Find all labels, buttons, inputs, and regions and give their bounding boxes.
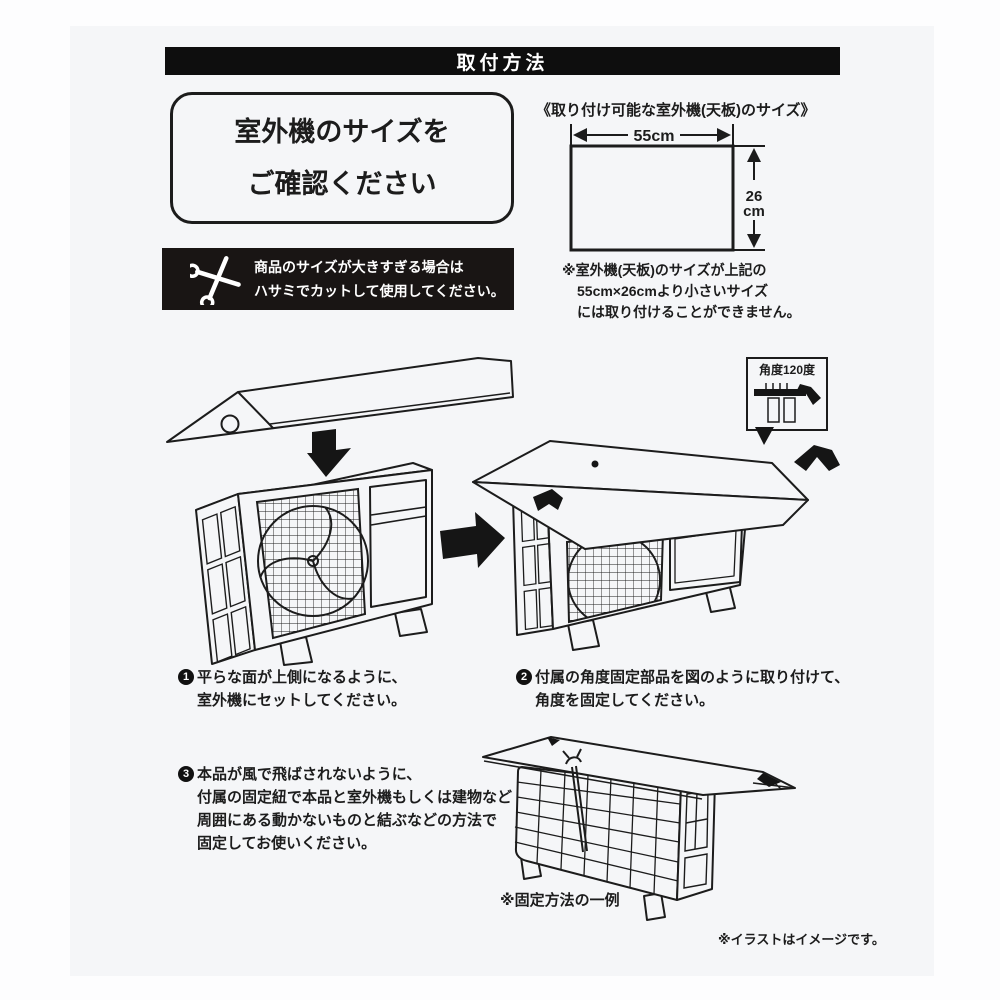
cover-edge-bar bbox=[754, 389, 806, 396]
fan-blades bbox=[257, 505, 369, 617]
cut-notice-line-2: ハサミでカットして使用してください。 bbox=[254, 283, 505, 299]
step-3-line-2: 付属の固定紐で本品と室外機もしくは建物など bbox=[197, 789, 513, 806]
clip-hook bbox=[797, 384, 821, 405]
back-grid bbox=[514, 769, 681, 895]
cover-corner-fold bbox=[547, 737, 560, 746]
cover-hole bbox=[591, 460, 599, 468]
step-2-line-1: 付属の角度固定部品を図のように取り付けて、 bbox=[535, 669, 850, 686]
step-2-line-2: 角度を固定してください。 bbox=[535, 692, 715, 709]
height-extension-lines bbox=[733, 145, 765, 251]
fixing-example-caption: ※固定方法の一例 bbox=[500, 892, 620, 909]
outdoor-unit-illustration bbox=[195, 462, 433, 666]
side-louvers bbox=[201, 505, 251, 663]
width-label: 55cm bbox=[634, 128, 675, 145]
scissors-icon bbox=[190, 256, 241, 305]
dimension-diagram: 55cm 26 cm bbox=[569, 124, 765, 252]
arrowhead-right bbox=[717, 128, 731, 142]
inset-callout-wedge bbox=[755, 427, 774, 445]
cut-notice-line-1: 商品のサイズが大きすぎる場合は bbox=[254, 259, 464, 275]
unit-foot-right bbox=[394, 608, 428, 637]
top-panel-rectangle bbox=[569, 144, 735, 252]
arrowhead-up bbox=[747, 148, 761, 162]
step-3-line-4: 固定してお使いください。 bbox=[197, 835, 377, 852]
arrowhead-left bbox=[573, 128, 587, 142]
unit-with-cover-illustration bbox=[472, 440, 840, 651]
illustration-note: ※イラストはイメージです。 bbox=[718, 932, 885, 947]
cover-top-panel bbox=[482, 736, 796, 796]
step-3: 3 本品が風で飛ばされないように、 付属の固定紐で本品と室外機もしくは建物など … bbox=[178, 763, 512, 855]
right-arrow-icon bbox=[440, 512, 505, 568]
step-1-line-2: 室外機にセットしてください。 bbox=[197, 692, 407, 709]
size-notes: ※室外機(天板)のサイズが上記の 55cm×26cmより小さいサイズ には取り付… bbox=[562, 260, 801, 323]
angle-fixing-part bbox=[794, 445, 840, 471]
cover-tip-fold bbox=[757, 773, 781, 787]
unit-right-panel bbox=[369, 479, 427, 608]
angle-detail-drawing bbox=[754, 383, 821, 423]
angle-fixing-clip bbox=[533, 489, 563, 511]
fixing-cord bbox=[562, 748, 588, 853]
step-2: 2 付属の角度固定部品を図のように取り付けて、 角度を固定してください。 bbox=[516, 666, 849, 712]
unit-side-face bbox=[676, 780, 716, 901]
section-banner: 取付方法 bbox=[165, 47, 840, 75]
step-2-number: 2 bbox=[516, 669, 532, 685]
step-3-number: 3 bbox=[178, 766, 194, 782]
confirm-line-1: 室外機のサイズを bbox=[234, 117, 450, 147]
arrowhead-down bbox=[747, 234, 761, 248]
angle-detail-inset: 角度120度 bbox=[746, 357, 828, 431]
angle-label: 角度120度 bbox=[758, 363, 816, 377]
step-3-line-3: 周囲にある動かないものと結ぶなどの方法で bbox=[197, 812, 498, 829]
size-note-line-1: ※室外機(天板)のサイズが上記の bbox=[562, 262, 767, 278]
size-diagram-title: 《取り付け可能な室外機(天板)のサイズ》 bbox=[536, 102, 816, 119]
side-face-frames bbox=[683, 790, 709, 889]
tied-unit-illustration bbox=[482, 736, 796, 921]
step-1-line-1: 平らな面が上側になるように、 bbox=[197, 669, 407, 686]
cut-notice: 商品のサイズが大きすぎる場合は ハサミでカットして使用してください。 bbox=[162, 248, 514, 310]
step-1-number: 1 bbox=[178, 669, 194, 685]
down-arrow-icon bbox=[307, 429, 351, 477]
confirm-size-box: 室外機のサイズを ご確認ください bbox=[170, 92, 514, 224]
height-value-label: 26 bbox=[746, 188, 763, 205]
cover-panel-illustration bbox=[166, 357, 514, 477]
height-unit-label: cm bbox=[743, 203, 765, 220]
banner-title: 取付方法 bbox=[456, 52, 549, 74]
confirm-line-2: ご確認ください bbox=[247, 169, 437, 199]
step-3-line-1: 本品が風で飛ばされないように、 bbox=[197, 766, 422, 783]
size-note-line-3: には取り付けることができません。 bbox=[577, 304, 801, 320]
step-1: 1 平らな面が上側になるように、 室外機にセットしてください。 bbox=[178, 666, 407, 712]
width-extension-lines bbox=[570, 124, 734, 146]
size-note-line-2: 55cm×26cmより小さいサイズ bbox=[577, 283, 769, 299]
